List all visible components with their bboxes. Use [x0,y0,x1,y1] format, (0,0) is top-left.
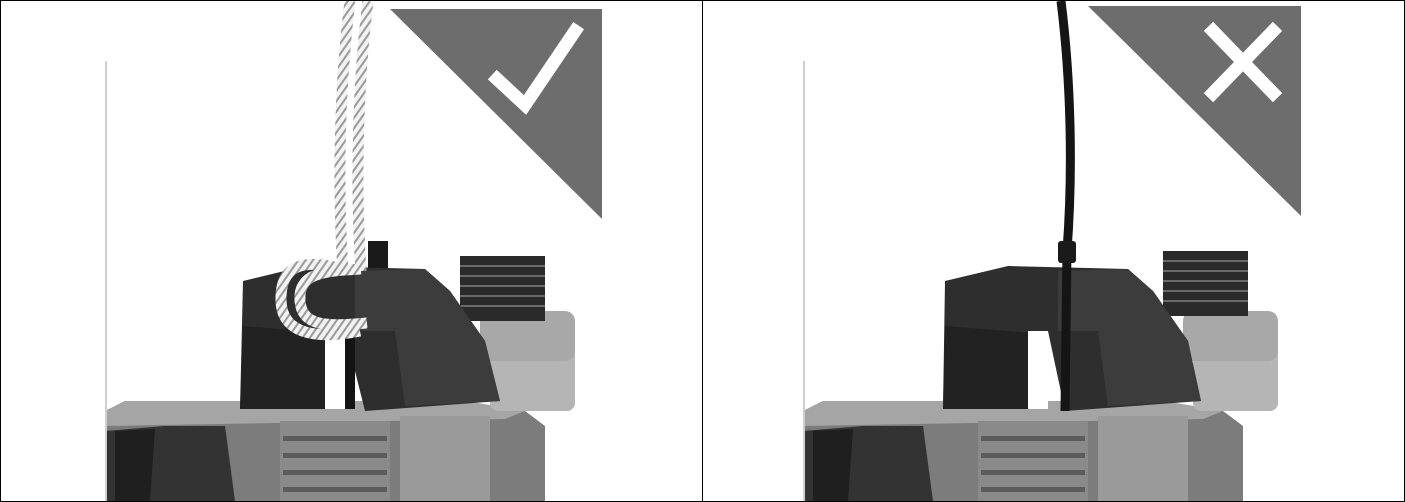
pump-illustration-incorrect [803,1,1303,501]
panel-correct [1,1,703,501]
pump-drawing [105,1,602,501]
pump-illustration-correct [105,1,602,501]
pump-drawing [803,1,1303,501]
panel-incorrect [703,1,1404,501]
